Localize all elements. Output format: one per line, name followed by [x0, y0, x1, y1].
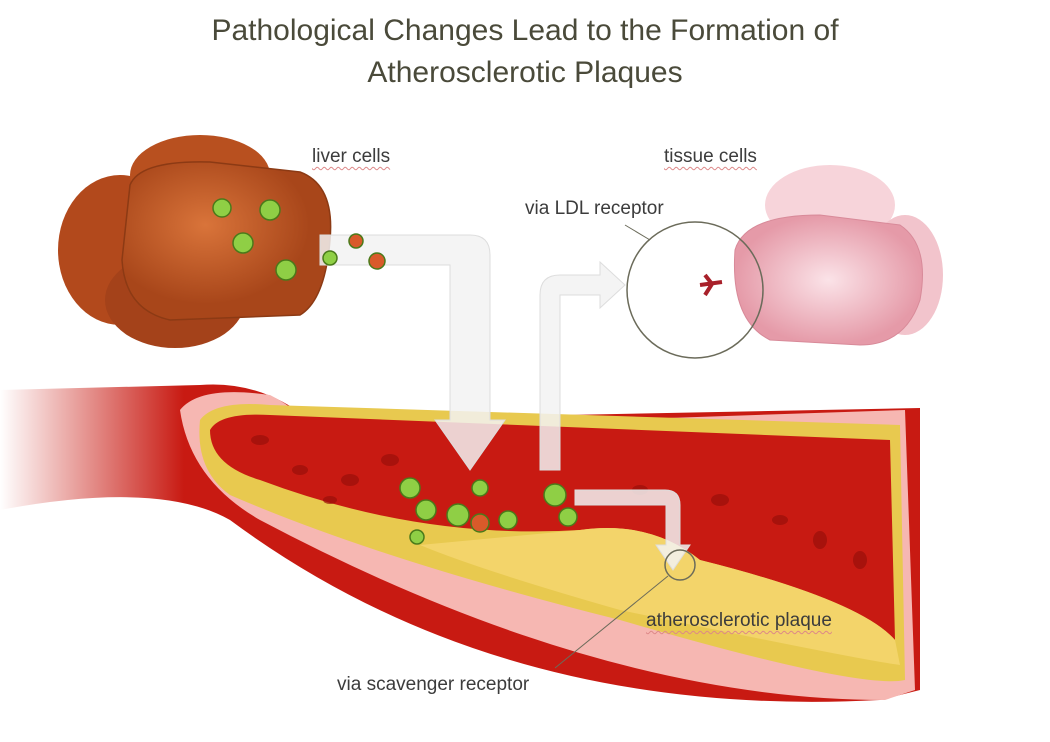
- lipoprotein-particles: [212, 198, 578, 545]
- scavenger-receptor-circle: [664, 549, 696, 581]
- artery-illustration: [0, 384, 920, 702]
- scavenger-leader-line: [554, 575, 669, 669]
- liver-cells-illustration: [58, 135, 332, 348]
- ldl-leader-line: [624, 224, 651, 241]
- title-line-2: Atherosclerotic Plaques: [367, 56, 683, 89]
- label-atherosclerotic-plaque: atherosclerotic plaque: [646, 610, 832, 631]
- flow-arrows: [319, 234, 691, 571]
- ldl-receptor-circle: [626, 221, 764, 359]
- tissue-cells-illustration: [699, 165, 943, 346]
- label-via-ldl-receptor: via LDL receptor: [525, 198, 664, 219]
- title-line-1: Pathological Changes Lead to the Formati…: [211, 14, 839, 47]
- label-via-scavenger-receptor: via scavenger receptor: [337, 674, 530, 695]
- label-tissue-cells: tissue cells: [664, 146, 757, 167]
- label-liver-cells: liver cells: [312, 146, 391, 167]
